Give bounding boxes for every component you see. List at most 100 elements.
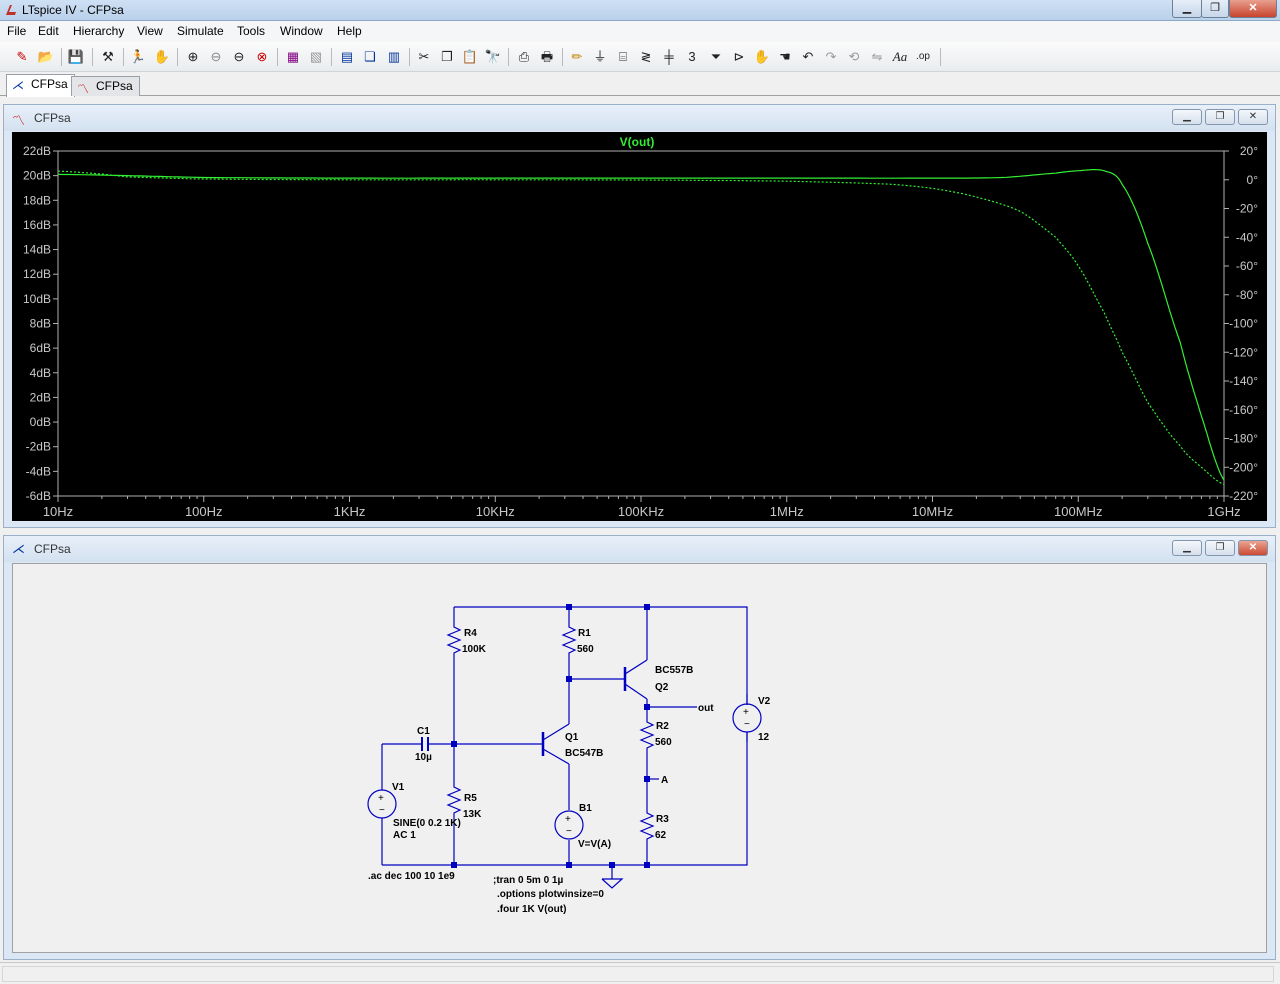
tile-vertical-icon[interactable]: ▥: [387, 49, 401, 64]
wire-icon[interactable]: ✏: [571, 49, 583, 64]
magnitude-trace[interactable]: [57, 168, 1225, 481]
waveform-minimize-button[interactable]: ▁: [1172, 109, 1202, 125]
label-icon[interactable]: ⌸: [619, 49, 627, 64]
directive-four[interactable]: .four 1K V(out): [497, 904, 566, 915]
x-tick-label[interactable]: 1KHz: [334, 504, 366, 519]
close-button[interactable]: ✕: [1229, 0, 1277, 18]
menu-simulate[interactable]: Simulate: [177, 24, 224, 38]
menu-view[interactable]: View: [137, 24, 163, 38]
maximize-button[interactable]: ❐: [1201, 0, 1229, 18]
mark-icon[interactable]: ▧: [309, 49, 323, 64]
y-left-tick-label[interactable]: -2dB: [26, 440, 51, 454]
menu-hierarchy[interactable]: Hierarchy: [73, 24, 125, 38]
schematic-drawing[interactable]: +− +− +− R4 100K R1 560 BC557B Q2 C1 10µ…: [13, 564, 1268, 954]
y-right-tick-label[interactable]: -120°: [1229, 345, 1258, 359]
x-tick-label[interactable]: 100KHz: [618, 504, 664, 519]
save-icon[interactable]: 💾: [67, 49, 85, 64]
bode-plot[interactable]: V(out) 22dB 20dB 18dB 16dB 14dB 12dB 10dB 8dB 6d…: [12, 132, 1269, 523]
resistor-icon[interactable]: ≷: [640, 49, 652, 64]
find-icon[interactable]: 🔭: [484, 49, 502, 64]
plot-title[interactable]: V(out): [620, 135, 655, 149]
ground-icon[interactable]: ⏚: [593, 49, 607, 64]
y-left-tick-label[interactable]: 14dB: [23, 243, 51, 257]
plot-area[interactable]: V(out) 22dB 20dB 18dB 16dB 14dB 12dB 10dB 8dB 6d…: [12, 132, 1267, 521]
y-right-tick-label[interactable]: 20°: [1240, 144, 1258, 158]
redo-icon[interactable]: ↷: [825, 49, 837, 64]
inductor-icon[interactable]: 3: [688, 49, 696, 64]
y-right-tick-label[interactable]: -220°: [1229, 489, 1258, 503]
tab-waveform[interactable]: 〽 CFPsa: [71, 76, 140, 96]
y-right-tick-label[interactable]: 0°: [1247, 173, 1259, 187]
menu-window[interactable]: Window: [280, 24, 323, 38]
copy-icon[interactable]: ❐: [441, 49, 453, 64]
y-right-tick-label[interactable]: -200°: [1229, 460, 1258, 474]
y-left-tick-label[interactable]: 4dB: [30, 366, 51, 380]
y-right-tick-label[interactable]: -140°: [1229, 374, 1258, 388]
menu-file[interactable]: File: [7, 24, 27, 38]
undo-icon[interactable]: ↶: [802, 49, 814, 64]
menu-tools[interactable]: Tools: [237, 24, 266, 38]
x-tick-label[interactable]: 10Hz: [43, 504, 73, 519]
print-icon[interactable]: 🖶: [540, 49, 554, 64]
move-icon[interactable]: ✋: [753, 49, 771, 64]
minimize-button[interactable]: ▁: [1172, 0, 1202, 18]
diode-icon[interactable]: ⏷: [710, 49, 722, 64]
drag-icon[interactable]: ☚: [779, 49, 791, 64]
x-tick-label[interactable]: 10KHz: [476, 504, 515, 519]
directive-ac[interactable]: .ac dec 100 10 1e9: [368, 871, 455, 882]
control-panel-icon[interactable]: ⚒: [102, 49, 114, 64]
y-right-tick-label[interactable]: -160°: [1229, 403, 1258, 417]
rotate-icon[interactable]: ⟲: [848, 49, 860, 64]
x-tick-label[interactable]: 1GHz: [1207, 504, 1240, 519]
spice-directive-icon[interactable]: .op: [916, 51, 930, 62]
paste-icon[interactable]: 📋: [461, 49, 479, 64]
x-tick-label[interactable]: 10MHz: [912, 504, 953, 519]
y-left-tick-label[interactable]: 16dB: [23, 218, 51, 232]
x-tick-label[interactable]: 100Hz: [185, 504, 223, 519]
schematic-restore-button[interactable]: ❐: [1205, 540, 1235, 556]
menu-edit[interactable]: Edit: [38, 24, 59, 38]
zoom-fit-icon[interactable]: ⊗: [256, 49, 268, 64]
waveform-restore-button[interactable]: ❐: [1205, 109, 1235, 125]
new-schematic-icon[interactable]: ✎: [16, 49, 28, 64]
x-tick-label[interactable]: 100MHz: [1054, 504, 1102, 519]
y-left-tick-label[interactable]: 0dB: [30, 415, 51, 429]
mirror-icon[interactable]: ⇋: [871, 49, 883, 64]
halt-icon[interactable]: ✋: [153, 49, 171, 64]
y-right-tick-label[interactable]: -40°: [1236, 230, 1258, 244]
y-right-tick-label[interactable]: -100°: [1229, 317, 1258, 331]
autorange-icon[interactable]: ▦: [286, 49, 300, 64]
y-left-tick-label[interactable]: 6dB: [30, 341, 51, 355]
menu-help[interactable]: Help: [337, 24, 362, 38]
y-left-tick-label[interactable]: -6dB: [26, 489, 51, 503]
y-left-tick-label[interactable]: 8dB: [30, 317, 51, 331]
y-left-tick-label[interactable]: -4dB: [26, 464, 51, 478]
tab-schematic[interactable]: ⋌ CFPsa: [6, 74, 75, 97]
y-left-tick-label[interactable]: 20dB: [23, 169, 51, 183]
y-right-tick-label[interactable]: -60°: [1236, 259, 1258, 273]
cascade-icon[interactable]: ❏: [364, 49, 376, 64]
schematic-minimize-button[interactable]: ▁: [1172, 540, 1202, 556]
y-left-tick-label[interactable]: 10dB: [23, 292, 51, 306]
cut-icon[interactable]: ✂: [418, 49, 430, 64]
open-icon[interactable]: 📂: [37, 49, 55, 64]
directive-tran[interactable]: ;tran 0 5m 0 1µ: [493, 875, 563, 886]
schematic-canvas[interactable]: +− +− +− R4 100K R1 560 BC557B Q2 C1 10µ…: [12, 563, 1267, 953]
y-left-tick-label[interactable]: 12dB: [23, 267, 51, 281]
y-left-tick-label[interactable]: 18dB: [23, 193, 51, 207]
phase-trace[interactable]: [57, 170, 1225, 486]
y-right-tick-label[interactable]: -80°: [1236, 288, 1258, 302]
run-icon[interactable]: 🏃: [129, 49, 147, 64]
capacitor-icon[interactable]: ╪: [664, 49, 674, 64]
x-tick-label[interactable]: 1MHz: [770, 504, 804, 519]
directive-options[interactable]: .options plotwinsize=0: [497, 889, 604, 900]
y-left-tick-label[interactable]: 22dB: [23, 144, 51, 158]
component-icon[interactable]: ⊳: [733, 49, 745, 64]
text-icon[interactable]: Aa: [892, 49, 908, 64]
y-right-tick-label[interactable]: -180°: [1229, 432, 1258, 446]
y-left-tick-label[interactable]: 2dB: [30, 390, 51, 404]
schematic-close-button[interactable]: ✕: [1238, 540, 1268, 556]
print-preview-icon[interactable]: ⎙: [518, 49, 530, 64]
zoom-out-more-icon[interactable]: ⊖: [233, 49, 245, 64]
zoom-in-icon[interactable]: ⊕: [187, 49, 199, 64]
